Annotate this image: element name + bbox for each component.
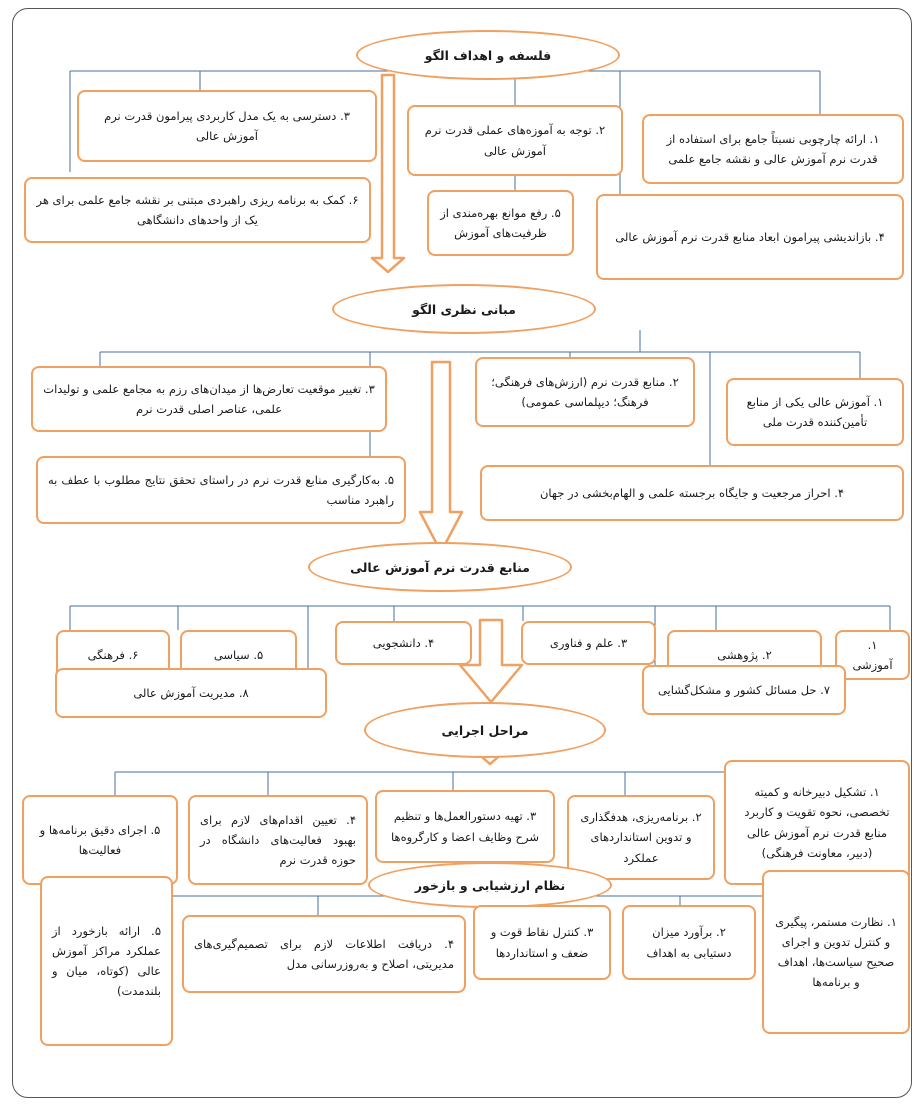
- section-title-sources: منابع قدرت نرم آموزش عالی: [308, 542, 572, 592]
- execution-item-5: ۵. اجرای دقیق برنامه‌ها و فعالیت‌ها: [22, 795, 178, 885]
- philosophy-item-1: ۱. ارائه چارچوبی نسبتاً جامع برای استفاد…: [642, 114, 904, 184]
- sources-item-1: ۱. آموزشی: [835, 630, 910, 680]
- philosophy-item-5: ۵. رفع موانع بهره‌مندی از ظرفیت‌های آموز…: [427, 190, 574, 256]
- philosophy-item-3: ۳. دسترسی به یک مدل کاربردی پیرامون قدرت…: [77, 90, 377, 162]
- philosophy-item-6: ۶. کمک به برنامه ریزی راهبردی مبتنی بر ن…: [24, 177, 371, 243]
- down-arrow-2: [418, 360, 464, 554]
- evaluation-item-5: ۵. ارائه بازخورد از عملکرد مراکز آموزش ع…: [40, 876, 173, 1046]
- execution-item-3: ۳. تهیه دستورالعمل‌ها و تنظیم شرح وظایف …: [375, 790, 555, 863]
- sources-item-8: ۸. مدیریت آموزش عالی: [55, 668, 327, 718]
- down-arrow-1: [370, 73, 406, 274]
- evaluation-item-3: ۳. کنترل نقاط قوت و ضعف و استانداردها: [473, 905, 611, 980]
- down-arrow-3: [458, 618, 524, 704]
- sources-item-4: ۴. دانشجویی: [335, 621, 472, 665]
- sources-item-7: ۷. حل مسائل کشور و مشکل‌گشایی: [642, 665, 846, 715]
- sources-item-3: ۳. علم و فناوری: [521, 621, 656, 665]
- theory-item-2: ۲. منابع قدرت نرم (ارزش‌های فرهنگی؛ فرهن…: [475, 357, 695, 427]
- section-title-execution: مراحل اجرایی: [364, 702, 606, 758]
- theory-item-3: ۳. تغییر موقعیت تعارض‌ها از میدان‌های رز…: [31, 366, 387, 432]
- evaluation-item-4: ۴. دریافت اطلاعات لازم برای تصمیم‌گیری‌ه…: [182, 915, 466, 993]
- evaluation-item-2: ۲. برآورد میزان دستیابی به اهداف: [622, 905, 756, 980]
- theory-item-4: ۴. احراز مرجعیت و جایگاه برجسته علمی و ا…: [480, 465, 904, 521]
- philosophy-item-2: ۲. توجه به آموزه‌های عملی قدرت نرم آموزش…: [407, 105, 623, 176]
- execution-item-4: ۴. تعیین اقدام‌های لازم برای بهبود فعالی…: [188, 795, 368, 885]
- theory-item-1: ۱. آموزش عالی یکی از منابع تأمین‌کننده ق…: [726, 378, 904, 446]
- evaluation-item-1: ۱. نظارت مستمر، پیگیری و کنترل تدوین و ا…: [762, 870, 910, 1034]
- diagram-frame: [12, 8, 912, 1098]
- execution-item-1: ۱. تشکیل دبیرخانه و کمیته تخصصی، نحوه تق…: [724, 760, 910, 885]
- section-title-theory: مبانی نظری الگو: [332, 284, 596, 334]
- execution-item-2: ۲. برنامه‌ریزی، هدفگذاری و تدوین استاندا…: [567, 795, 715, 880]
- theory-item-5: ۵. به‌کارگیری منابع قدرت نرم در راستای ت…: [36, 456, 406, 524]
- section-title-evaluation: نظام ارزشیابی و بازخور: [368, 862, 612, 908]
- section-title-philosophy: فلسفه و اهداف الگو: [356, 30, 620, 80]
- philosophy-item-4: ۴. بازاندیشی پیرامون ابعاد منابع قدرت نر…: [596, 194, 904, 280]
